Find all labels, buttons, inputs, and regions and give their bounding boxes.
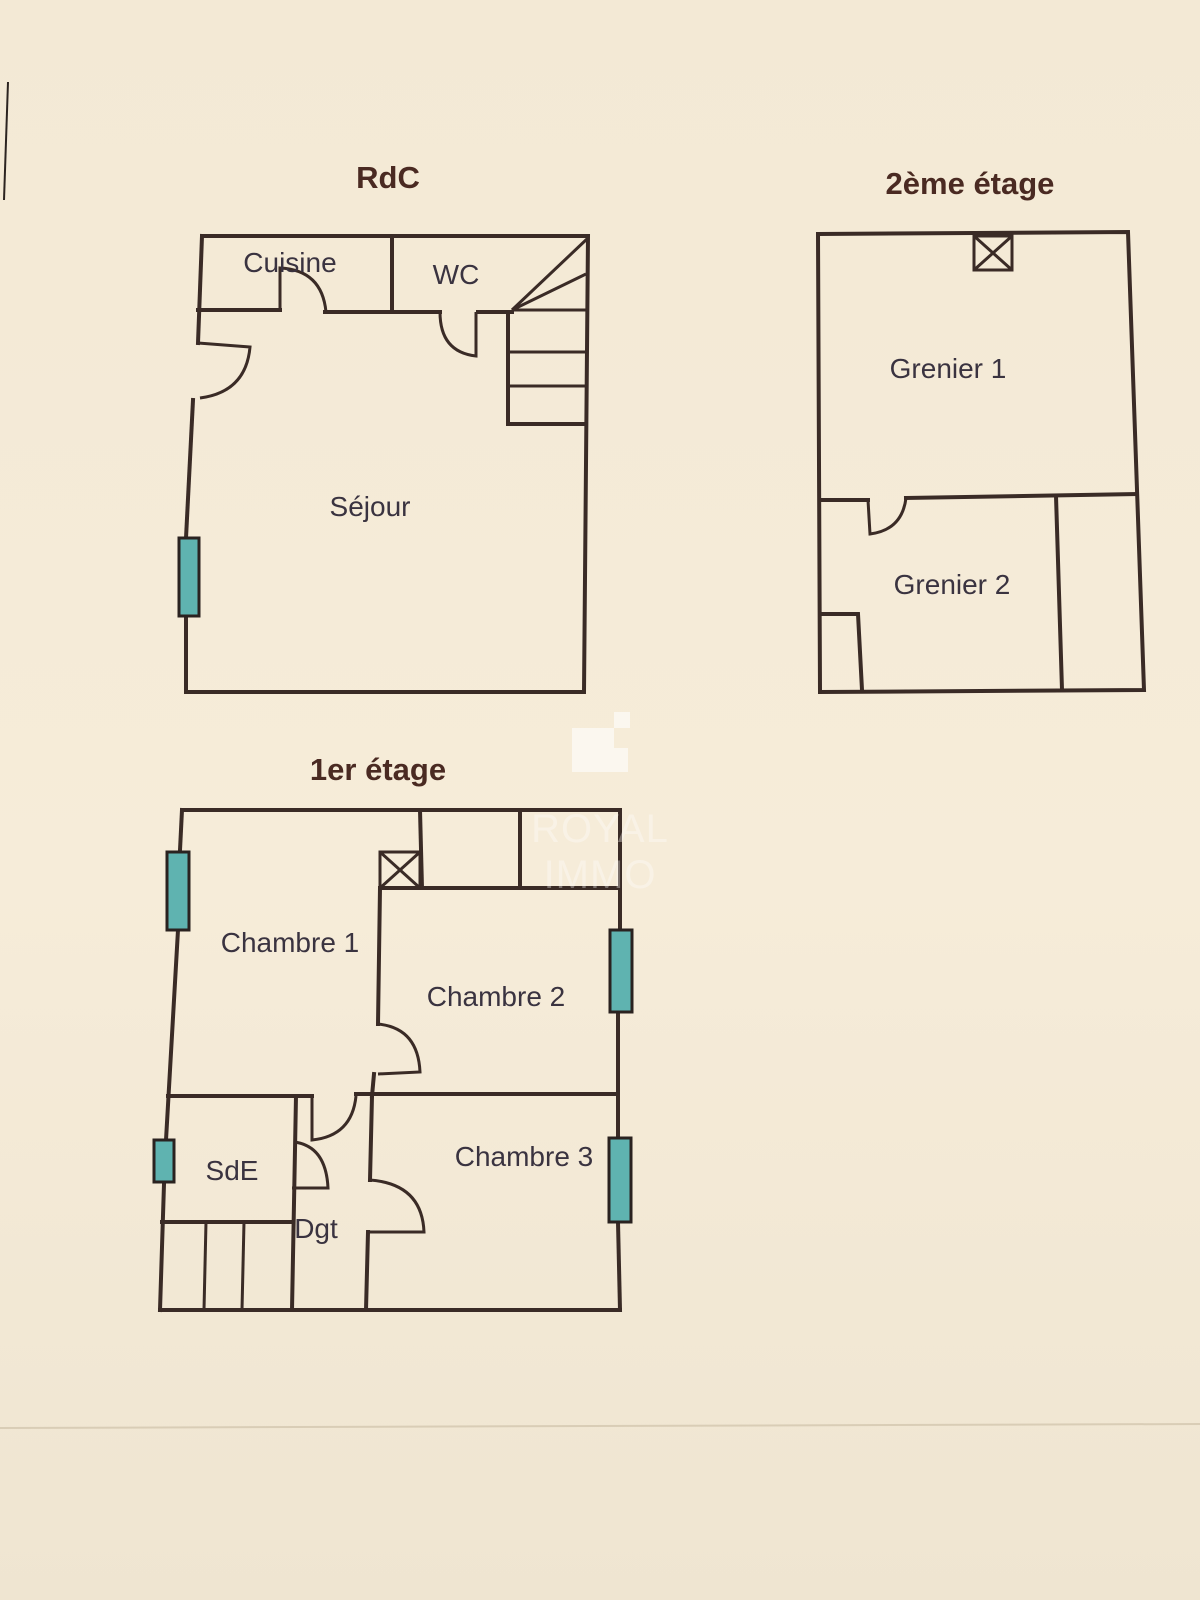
chambre3-window bbox=[607, 1136, 633, 1224]
chambre2-door bbox=[377, 1022, 422, 1076]
rdc-outer-wall bbox=[184, 234, 591, 694]
rdc-plan: RdC Cuisine WC Séjour bbox=[177, 160, 591, 694]
lower-wall-stub bbox=[369, 1071, 377, 1099]
first-stair-step-1 bbox=[202, 1221, 208, 1311]
rdc-left-wall-top bbox=[195, 233, 205, 346]
watermark: ROYAL IMMO bbox=[531, 712, 669, 897]
room-grenier2: Grenier 2 bbox=[894, 569, 1011, 600]
chimney-cross-b bbox=[972, 234, 1014, 272]
watermark-line1: ROYAL bbox=[531, 807, 669, 851]
watermark-logo-block-b bbox=[614, 712, 630, 728]
grenier-wall-b bbox=[903, 491, 1139, 501]
rdc-window bbox=[177, 536, 201, 618]
rdc-left-wall bbox=[183, 397, 196, 541]
stair-step-4 bbox=[511, 272, 587, 312]
watermark-logo-block-a bbox=[572, 728, 614, 772]
sde-window bbox=[152, 1138, 176, 1184]
watermark-line2: IMMO bbox=[544, 853, 657, 897]
room-chambre2: Chambre 2 bbox=[427, 981, 566, 1012]
wc-door bbox=[438, 311, 478, 358]
first-floor-title: 1er étage bbox=[310, 752, 446, 787]
rdc-entry-door bbox=[197, 341, 252, 400]
closet-wall-left bbox=[417, 807, 425, 891]
stair-step-3 bbox=[510, 236, 590, 312]
room-grenier1: Grenier 1 bbox=[890, 353, 1007, 384]
first-floor-right-wall-c bbox=[615, 1219, 623, 1313]
first-stair-step-2 bbox=[240, 1221, 246, 1311]
room-wc: WC bbox=[433, 259, 480, 290]
chambre1-window bbox=[165, 850, 191, 932]
room-sde: SdE bbox=[206, 1155, 259, 1186]
page-edge-line bbox=[3, 81, 9, 201]
room-chambre3: Chambre 3 bbox=[455, 1141, 594, 1172]
grenier-small-closet bbox=[818, 612, 865, 693]
dgt-right-wall-a bbox=[367, 1093, 375, 1183]
room-chambre1: Chambre 1 bbox=[221, 927, 360, 958]
first-floor-left-wall-b bbox=[163, 927, 181, 1143]
sde-door bbox=[292, 1140, 330, 1190]
second-floor-outer-wall bbox=[815, 229, 1147, 695]
chambre1-door bbox=[310, 1095, 358, 1142]
chimney-box-first bbox=[378, 850, 422, 890]
dgt-right-wall-b bbox=[363, 1229, 371, 1313]
second-floor-title: 2ème étage bbox=[886, 166, 1055, 201]
dgt-left-wall bbox=[289, 1093, 299, 1313]
second-floor-plan: 2ème étage Grenier 1 Grenier 2 bbox=[815, 166, 1147, 695]
grenier-closet-wall bbox=[1053, 493, 1065, 693]
chimney-box bbox=[972, 234, 1014, 272]
room-dgt: Dgt bbox=[294, 1213, 338, 1244]
kitchen-door bbox=[278, 266, 328, 313]
room-sejour: Séjour bbox=[330, 491, 411, 522]
first-floor-plan: 1er étage bbox=[152, 752, 634, 1313]
chambre3-door bbox=[368, 1178, 426, 1234]
page-fold-line bbox=[0, 1423, 1200, 1429]
chambre1-chambre2-wall bbox=[375, 885, 383, 1027]
rdc-title: RdC bbox=[356, 160, 420, 195]
first-floor-left-wall-c bbox=[157, 1181, 167, 1313]
watermark-logo-block-c bbox=[614, 748, 628, 772]
chimney-cross-first-b bbox=[378, 850, 422, 890]
grenier-door bbox=[866, 497, 908, 536]
room-cuisine: Cuisine bbox=[243, 247, 336, 278]
chambre2-window bbox=[608, 928, 634, 1014]
first-floor-left-wall-a bbox=[177, 807, 185, 853]
